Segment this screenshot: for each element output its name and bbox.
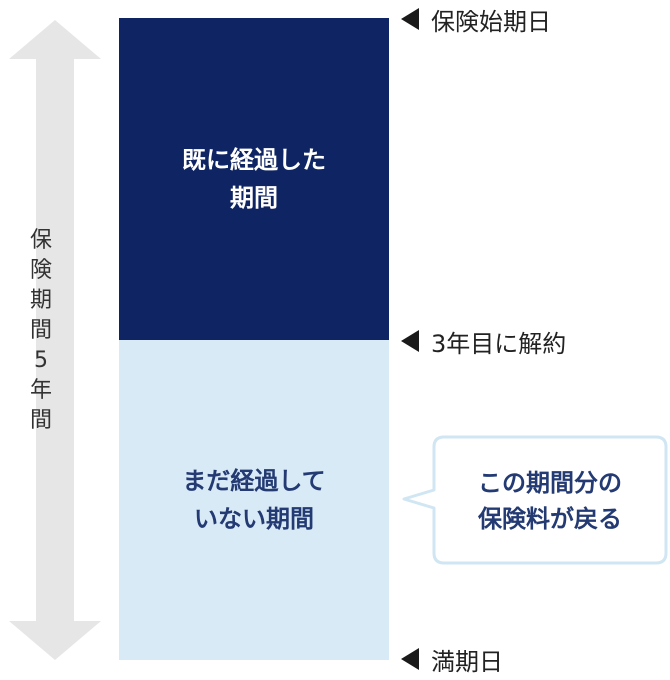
elapsed-period-block: 既に経過した 期間 (119, 18, 389, 340)
start-date-label: 保険始期日 (431, 7, 551, 36)
callout-text: この期間分の 保険料が戻る (478, 469, 622, 533)
callout-bubble (402, 435, 668, 565)
cancel-marker: 3年目に解約 (401, 326, 567, 358)
left-triangle-icon (401, 330, 419, 352)
left-triangle-icon (401, 648, 419, 670)
cancel-label: 3年目に解約 (431, 329, 567, 358)
start-date-marker: 保険始期日 (401, 4, 551, 36)
end-date-marker: 満期日 (401, 644, 503, 676)
period-label: 保険期間 5 年間 (29, 228, 52, 433)
left-triangle-icon (401, 8, 419, 30)
remaining-period-block: まだ経過して いない期間 (119, 340, 389, 660)
remaining-period-label: まだ経過して いない期間 (182, 467, 326, 533)
end-date-label: 満期日 (431, 647, 503, 676)
period-double-arrow (9, 20, 101, 660)
elapsed-period-label: 既に経過した 期間 (182, 146, 326, 212)
